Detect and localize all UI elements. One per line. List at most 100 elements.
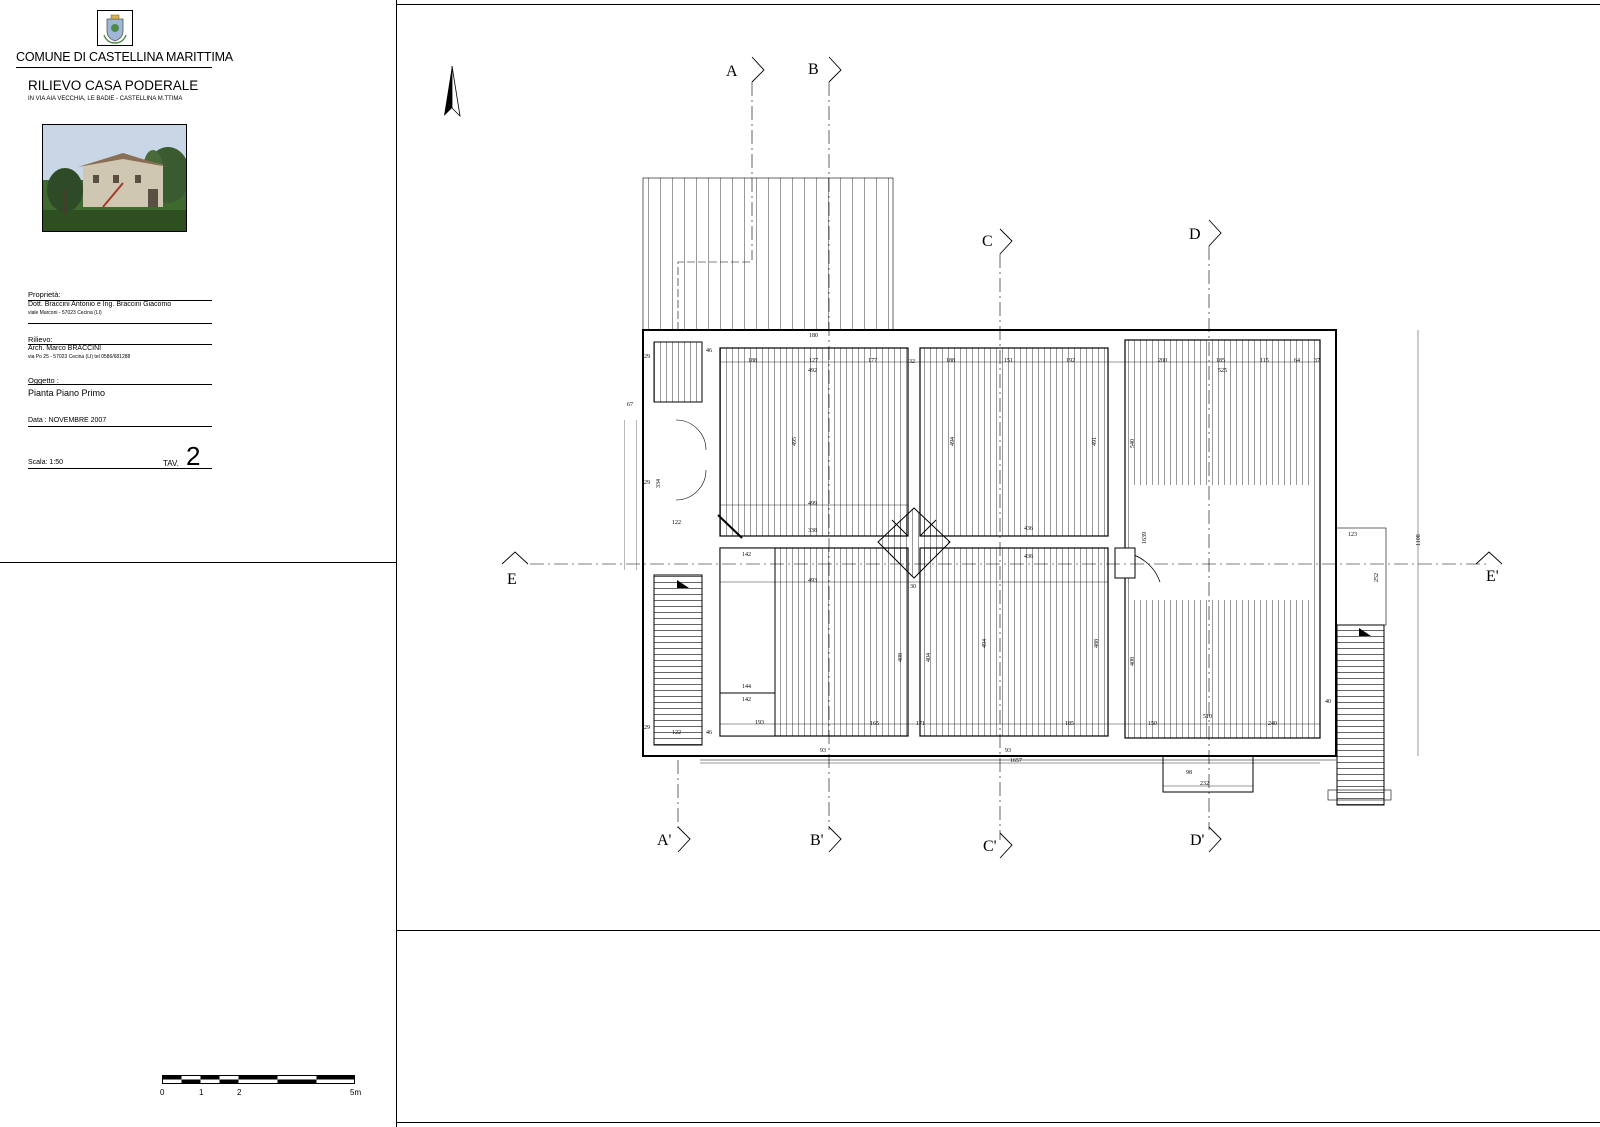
room-1 — [719, 347, 909, 537]
scale-tick-1: 1 — [199, 1088, 204, 1097]
dim-494: 494 — [950, 437, 956, 446]
dim-408b: 408 — [1130, 657, 1136, 666]
dim-29b: 29 — [644, 480, 650, 486]
scale-tick-2: 2 — [237, 1088, 242, 1097]
dim-93: 93 — [820, 748, 826, 754]
dim-29: 29 — [644, 354, 650, 360]
scale-label: Scala: — [28, 459, 48, 466]
scale-rule — [28, 468, 212, 469]
date-value: NOVEMBRE 2007 — [48, 417, 107, 424]
dim-232: 232 — [1200, 781, 1209, 787]
frame-bottom-border — [396, 1122, 1600, 1123]
dim-436b: 436 — [1024, 554, 1033, 560]
dim-499: 499 — [808, 501, 817, 507]
object-label: Oggetto : — [28, 376, 59, 385]
dim-46: 46 — [706, 348, 712, 354]
dim-151: 151 — [1004, 358, 1013, 364]
dim-1639: 1639 — [1142, 532, 1148, 544]
section-label-b2: B' — [810, 832, 824, 849]
object-value: Pianta Piano Primo — [28, 388, 106, 398]
owner-address: viale Marconi - 57023 Cecina (LI) — [28, 310, 102, 316]
room-2 — [919, 347, 1109, 537]
sheet-label: TAV. — [163, 459, 179, 468]
survey-rule-top — [28, 344, 212, 345]
survey-address: via Po 25 - 57023 Cecina (LI) tel 0586/6… — [28, 354, 131, 360]
graphic-scale-bar — [162, 1075, 355, 1084]
dim-436: 436 — [1024, 526, 1033, 532]
owner-rule-top — [28, 300, 212, 301]
date-label: Data : — [28, 417, 47, 424]
survey-label: Rilievo: — [28, 335, 53, 344]
scale-tick-5m: 5m — [350, 1088, 362, 1097]
dim-200: 200 — [1158, 358, 1167, 364]
dim-493: 493 — [808, 578, 817, 584]
dim-32: 32 — [909, 359, 915, 365]
balcony-south — [1162, 755, 1254, 793]
dim-185b: 185 — [1065, 721, 1074, 727]
dim-488: 488 — [1094, 639, 1100, 648]
central-diagonal-passage — [877, 507, 951, 579]
dim-188b: 188 — [946, 358, 955, 364]
dim-495: 495 — [792, 437, 798, 446]
owner-label: Proprietà: — [28, 290, 61, 299]
section-label-b: B — [808, 61, 819, 78]
dim-98: 98 — [1186, 770, 1192, 776]
date-row: Data : NOVEMBRE 2007 — [28, 417, 106, 424]
dim-115: 115 — [1260, 358, 1269, 364]
dim-123: 123 — [1348, 532, 1357, 538]
hall-left-small — [719, 692, 776, 737]
dim-491: 491 — [1092, 437, 1098, 446]
dim-525: 525 — [1218, 368, 1227, 374]
section-label-a: A — [726, 63, 738, 80]
north-arrow-icon — [444, 65, 461, 118]
dim-338: 338 — [808, 528, 817, 534]
hall-left-room — [719, 547, 776, 694]
dim-37: 37 — [1314, 358, 1320, 364]
dim-144: 144 — [742, 684, 751, 690]
title-rule — [16, 67, 212, 68]
sheet-number: 2 — [186, 441, 201, 471]
frame-divider-horizontal — [396, 930, 1600, 931]
dim-64: 64 — [1294, 358, 1300, 364]
dim-240: 240 — [1268, 721, 1277, 727]
frame-top-border — [396, 4, 1600, 5]
section-label-a2: A' — [657, 832, 672, 849]
dim-334: 334 — [656, 479, 662, 488]
dim-30: 30 — [910, 584, 916, 590]
dim-193: 193 — [755, 720, 764, 726]
section-lines — [530, 82, 1490, 840]
dim-252: 252 — [1374, 573, 1380, 582]
dim-122: 122 — [672, 520, 681, 526]
scale-row: Scala: 1:50 — [28, 459, 63, 466]
house-photo — [42, 124, 187, 232]
dim-67: 67 — [627, 402, 633, 408]
dim-177: 177 — [868, 358, 877, 364]
dim-40: 40 — [1325, 699, 1331, 705]
dim-180: 180 — [809, 333, 818, 339]
staircase-west — [653, 574, 703, 746]
drawing-title: RILIEVO CASA PODERALE — [28, 78, 199, 93]
dim-93b: 93 — [1005, 748, 1011, 754]
owner-name: Dott. Braccini Antonio e Ing. Braccini G… — [28, 301, 172, 308]
section-label-d2: D' — [1190, 832, 1205, 849]
dim-404: 404 — [926, 653, 932, 662]
dim-122b: 122 — [672, 730, 681, 736]
staircase-east — [1336, 624, 1385, 806]
dim-540: 540 — [1130, 439, 1136, 448]
dim-142: 142 — [742, 552, 751, 558]
small-room-nw — [653, 341, 703, 403]
survey-name: Arch. Marco BRACCINI — [28, 345, 102, 352]
room-4 — [919, 547, 1109, 737]
dim-165: 165 — [870, 721, 879, 727]
frame-divider-vertical — [396, 0, 397, 1127]
survey-rule-bottom — [28, 384, 212, 385]
section-label-c2: C' — [983, 838, 997, 855]
section-markers — [501, 56, 1503, 859]
drawing-address: IN VIA AIA VECCHIA, LE BADIE - CASTELLIN… — [28, 96, 183, 102]
scale-value: 1:50 — [49, 459, 64, 466]
title-block: COMUNE DI CASTELLINA MARITTIMA RILIEVO C… — [0, 0, 396, 1127]
frame-left-section-line — [0, 562, 396, 563]
dim-408: 408 — [898, 653, 904, 662]
dim-127: 127 — [809, 358, 818, 364]
